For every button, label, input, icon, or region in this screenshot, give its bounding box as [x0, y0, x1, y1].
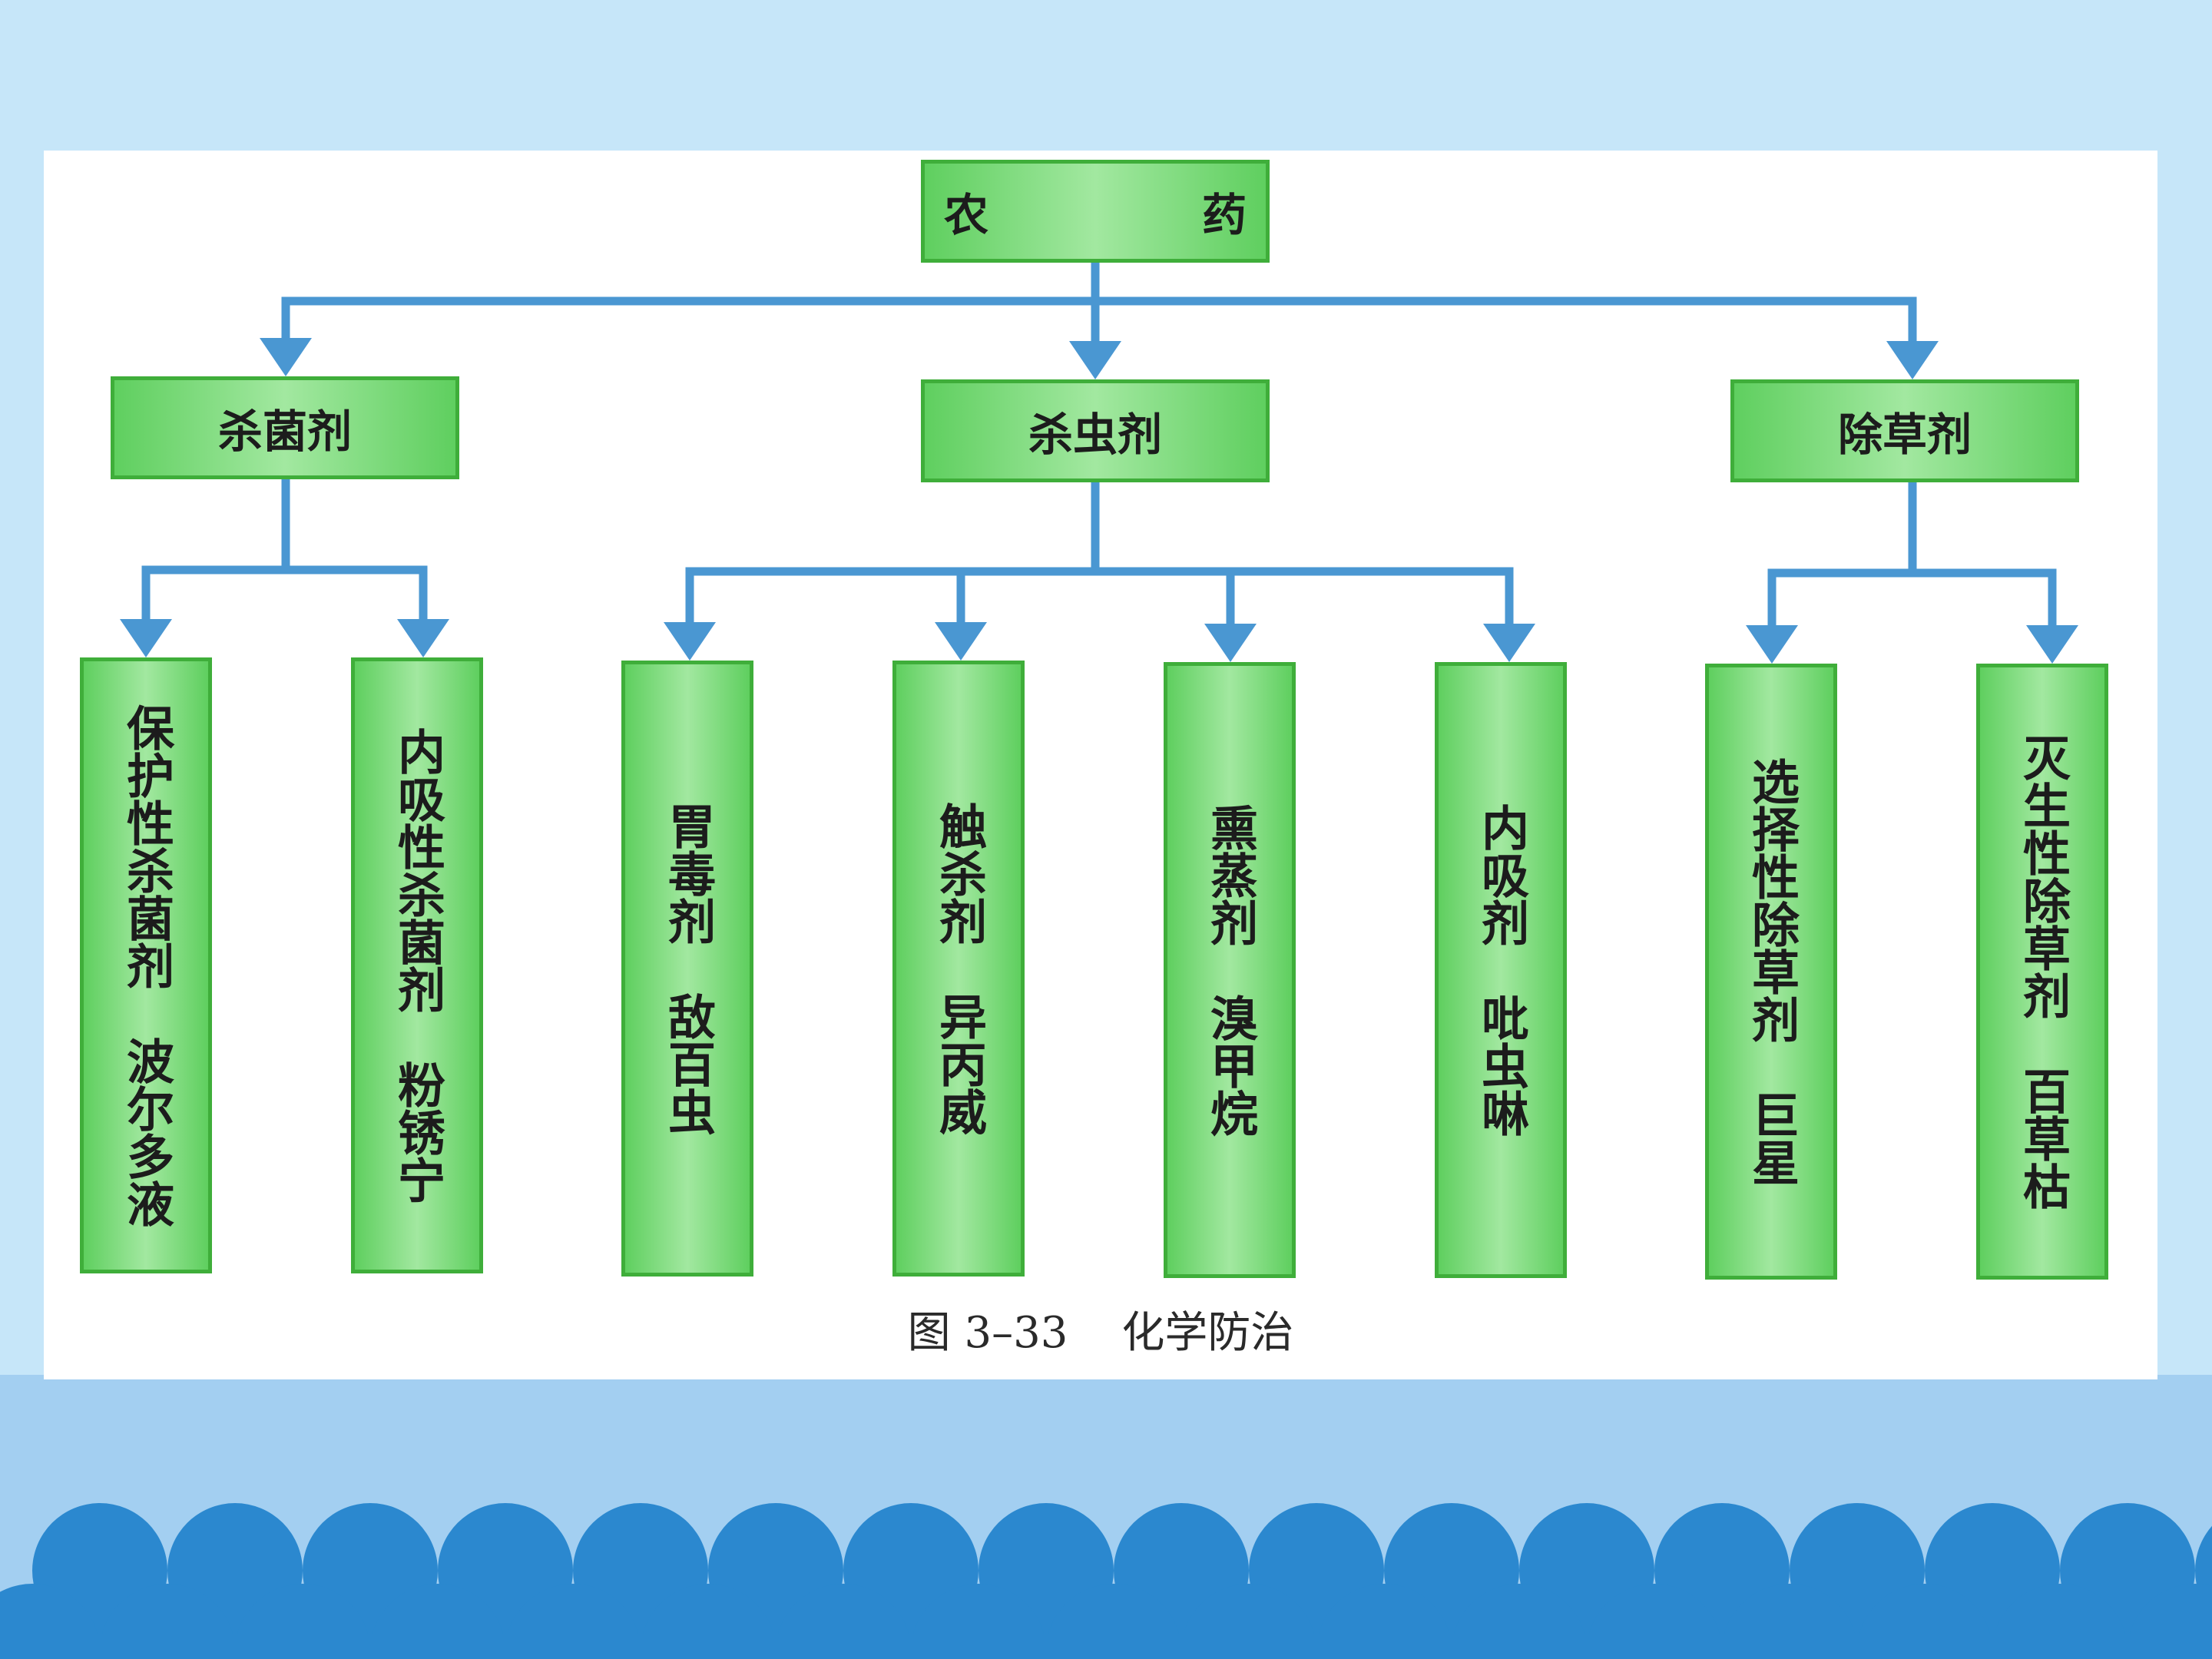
leaf-node-systemic-fungicide: 内吸性杀菌剂 粉锈宁 — [351, 657, 483, 1273]
arrowhead — [2026, 625, 2078, 664]
leaf-node-label: 保护性杀菌剂 波尔多液 — [118, 704, 174, 1227]
leaf-node-contact-insecticide: 触杀剂 异丙威 — [892, 661, 1025, 1277]
leaf-node-stomach-poison: 胃毒剂 敌百虫 — [621, 661, 753, 1277]
leaf-node-label: 内吸剂 吡虫啉 — [1473, 803, 1529, 1137]
category-node-fungicide: 杀菌剂 — [111, 376, 459, 479]
leaf-node-label: 灭生性除草剂 百草枯 — [2015, 733, 2071, 1210]
category-node-insecticide: 杀虫剂 — [921, 379, 1270, 482]
leaf-node-fumigant: 熏蒸剂 溴甲烷 — [1164, 662, 1296, 1278]
arrowhead — [664, 622, 716, 661]
category-node-herbicide: 除草剂 — [1730, 379, 2079, 482]
root-node-pesticides: 农 药 — [921, 160, 1270, 263]
figure-number: 图 3–33 — [907, 1308, 1068, 1358]
arrowhead — [935, 622, 987, 661]
root-node-label: 农 药 — [943, 189, 1331, 241]
arrowhead — [120, 619, 172, 657]
arrowhead — [1886, 341, 1939, 379]
leaf-node-label: 内吸性杀菌剂 粉锈宁 — [389, 727, 445, 1204]
scallop-base — [0, 1634, 2212, 1659]
category-node-label: 除草剂 — [1837, 409, 1972, 461]
arrowhead — [1069, 341, 1121, 379]
arrowhead — [1483, 624, 1535, 662]
arrowhead — [1204, 624, 1257, 662]
figure-title: 化学防治 — [1121, 1308, 1294, 1358]
leaf-node-label: 胃毒剂 敌百虫 — [660, 802, 716, 1135]
leaf-node-label: 选择性除草剂 巨星 — [1743, 757, 1800, 1186]
scallop-wave-decoration — [0, 1503, 2212, 1659]
arrowhead — [397, 619, 449, 657]
leaf-node-nonselective-herbicide: 灭生性除草剂 百草枯 — [1976, 664, 2108, 1280]
leaf-node-label: 触杀剂 异丙威 — [931, 802, 987, 1135]
leaf-node-systemic-insecticide: 内吸剂 吡虫啉 — [1435, 662, 1567, 1278]
arrowhead — [260, 338, 312, 376]
connector-layer — [120, 258, 2078, 664]
leaf-node-label: 熏蒸剂 溴甲烷 — [1202, 803, 1258, 1137]
category-node-label: 杀菌剂 — [217, 406, 352, 458]
category-node-label: 杀虫剂 — [1028, 409, 1162, 461]
figure-panel: 农 药 杀菌剂 杀虫剂 除草剂 保护性杀菌剂 波尔多液 内吸性杀菌剂 粉锈宁 胃… — [44, 151, 2157, 1379]
arrowhead — [1746, 625, 1798, 664]
leaf-node-protective-fungicide: 保护性杀菌剂 波尔多液 — [80, 657, 212, 1273]
figure-caption: 图 3–33 化学防治 — [44, 1298, 2157, 1360]
leaf-node-selective-herbicide: 选择性除草剂 巨星 — [1705, 664, 1837, 1280]
